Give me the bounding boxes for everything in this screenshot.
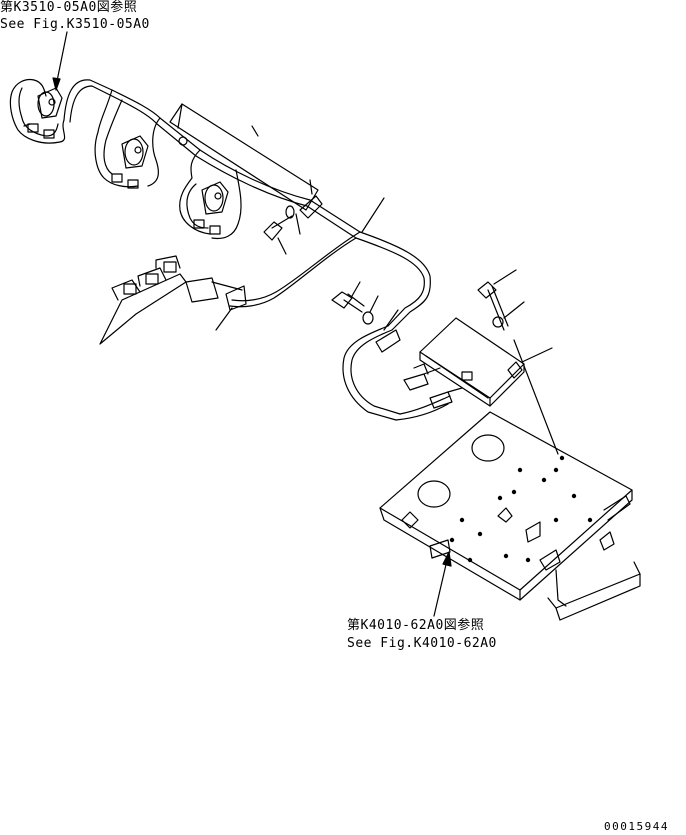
top-reference-leader bbox=[52, 31, 68, 91]
controller-unit bbox=[419, 317, 525, 407]
top-reference-en: See Fig.K3510-05A0 bbox=[0, 17, 150, 32]
bolt-and-washer-middle bbox=[331, 281, 379, 325]
bottom-reference-en: See Fig.K4010-62A0 bbox=[347, 636, 497, 651]
bottom-reference-jp: 第K4010-62A0図参照 bbox=[347, 618, 485, 633]
injector-loop-3 bbox=[178, 136, 242, 240]
drawing-number: 00015944 bbox=[604, 820, 669, 833]
injector-loop-2 bbox=[94, 89, 161, 189]
injector-loop-1 bbox=[9, 78, 66, 144]
harness-sleeve bbox=[169, 103, 319, 211]
bottom-reference-leader bbox=[433, 551, 452, 617]
connector-branch-left bbox=[99, 231, 361, 345]
top-reference-jp: 第K3510-05A0図参照 bbox=[0, 0, 138, 15]
mounting-plate bbox=[379, 411, 641, 621]
bolt-and-washer-right bbox=[477, 269, 559, 455]
lower-harness bbox=[342, 309, 463, 421]
harness-clamp-top bbox=[263, 179, 385, 255]
main-harness-trunk bbox=[63, 79, 431, 331]
